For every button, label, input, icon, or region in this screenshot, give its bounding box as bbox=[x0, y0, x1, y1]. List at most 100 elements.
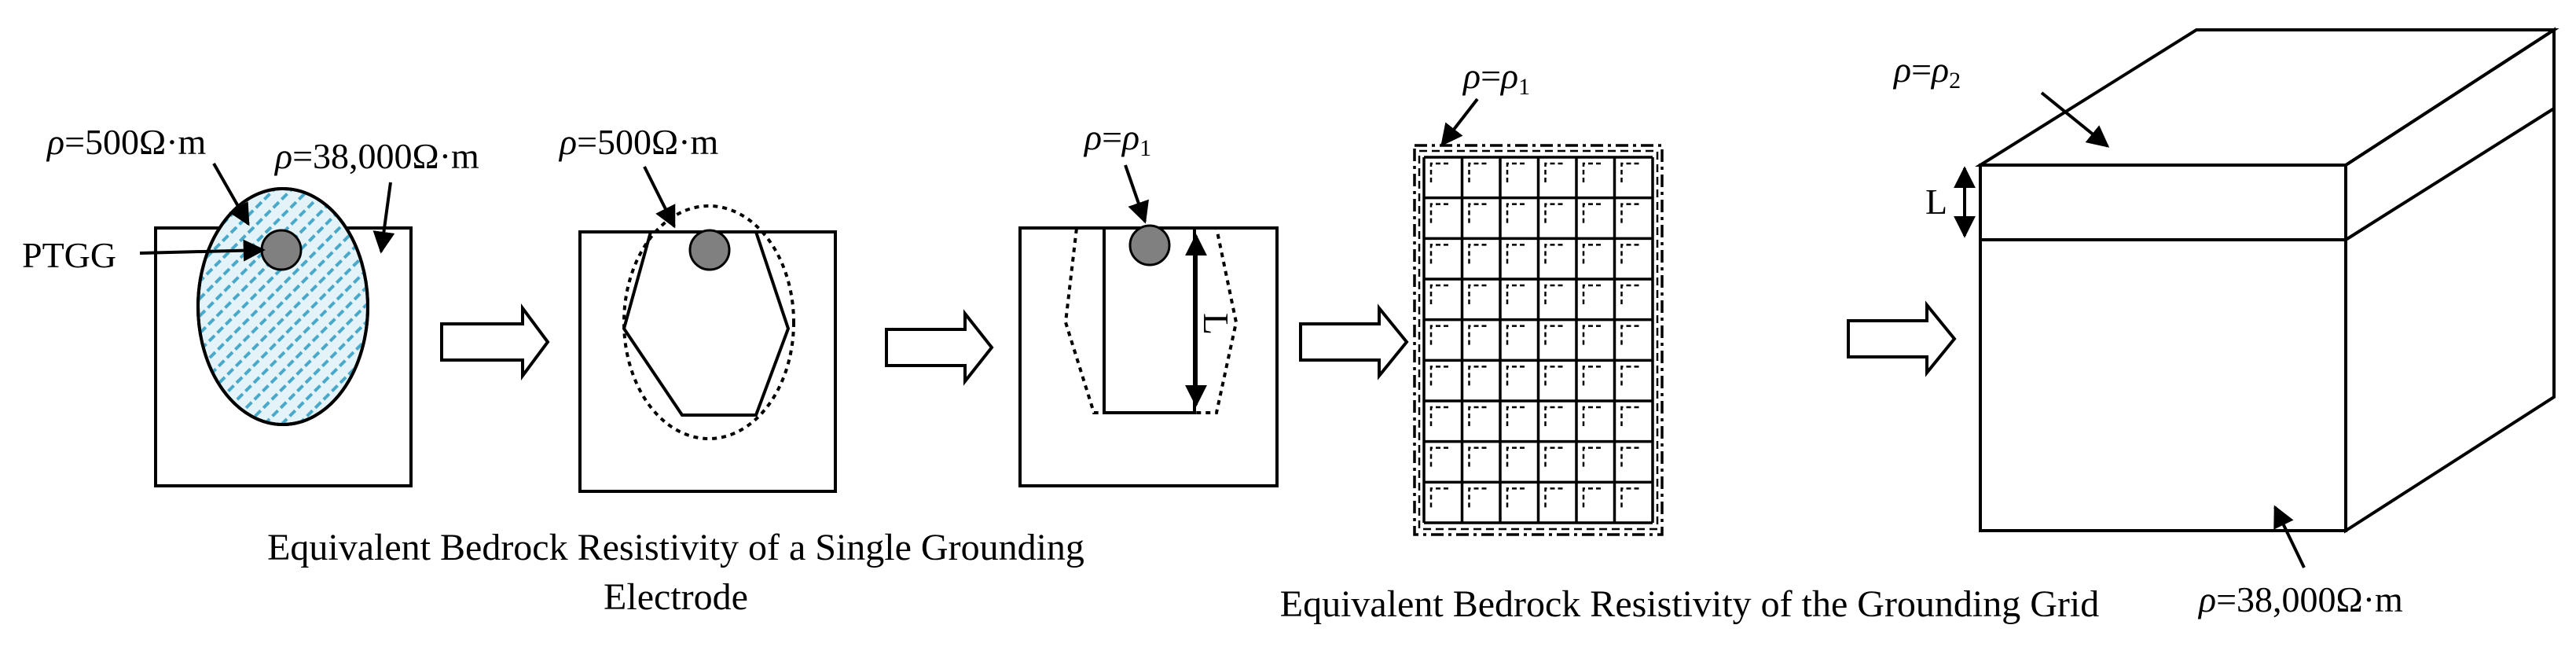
caption-grounding-grid: Equivalent Bedrock Resistivity of the Gr… bbox=[1280, 583, 2100, 625]
grid-equivalent-zone-mark bbox=[1620, 203, 1641, 223]
panel-grounding-grid: ρ=ρ1 bbox=[1413, 56, 1664, 536]
grid-equivalent-zone-mark bbox=[1429, 325, 1450, 345]
grid-equivalent-zone-mark bbox=[1620, 162, 1641, 182]
grid-equivalent-zone-mark bbox=[1620, 284, 1641, 304]
grid-equivalent-zone-mark bbox=[1468, 284, 1488, 304]
grid-equivalent-zone-mark bbox=[1544, 447, 1565, 467]
grid-equivalent-zone-mark bbox=[1468, 447, 1488, 467]
grid-equivalent-zone-mark bbox=[1468, 487, 1488, 508]
transition-arrow-1 bbox=[440, 303, 550, 381]
hatch-line bbox=[0, 189, 137, 425]
layer-boundary-side bbox=[2344, 107, 2556, 241]
hatch-line bbox=[198, 189, 346, 425]
grid-equivalent-zone-mark bbox=[1429, 366, 1450, 386]
grid-equivalent-zone-mark bbox=[1506, 447, 1526, 467]
grid-equivalent-zone-mark bbox=[1620, 366, 1641, 386]
electrode-circle-3 bbox=[1128, 224, 1171, 267]
grounding-grid-mesh bbox=[1418, 149, 1659, 531]
panel-hexagon-equivalent: ρ=500Ω·m bbox=[558, 122, 837, 493]
hatch-line bbox=[198, 189, 277, 425]
grid-equivalent-zone-mark bbox=[1544, 366, 1565, 386]
grid-equivalent-zone-mark bbox=[1468, 406, 1488, 426]
grid-equivalent-zone-mark bbox=[1429, 244, 1450, 264]
grid-equivalent-zone-mark bbox=[1468, 162, 1488, 182]
grid-equivalent-zone-mark bbox=[1506, 406, 1526, 426]
grid-equivalent-zone-mark bbox=[1506, 162, 1526, 182]
hatch-line bbox=[198, 189, 328, 425]
grid-inner-boundary bbox=[1418, 149, 1659, 531]
label-rho-rho1-a: ρ=ρ1 bbox=[1083, 117, 1151, 161]
hatch-line bbox=[0, 189, 171, 425]
grid-equivalent-zone-mark bbox=[1506, 366, 1526, 386]
label-L-rotated: L bbox=[1196, 313, 1236, 335]
grid-equivalent-zone-mark bbox=[1544, 406, 1565, 426]
transition-arrow-3 bbox=[1299, 303, 1409, 380]
hatch-line bbox=[198, 189, 311, 425]
label-rho-38000-b: ρ=38,000Ω·m bbox=[2197, 579, 2403, 619]
transition-arrow-4 bbox=[1847, 300, 1957, 377]
block-front-face bbox=[1979, 164, 2347, 532]
grid-equivalent-zone-mark bbox=[1429, 203, 1450, 223]
grid-equivalent-zone-mark bbox=[1429, 487, 1450, 508]
grid-equivalent-zone-mark bbox=[1429, 406, 1450, 426]
arrow-rho-rho1-b bbox=[1440, 97, 1479, 147]
electrode-circle-2 bbox=[688, 229, 731, 271]
hatch-line bbox=[454, 189, 690, 425]
block-top-face bbox=[1975, 28, 2559, 167]
label-rho-38000: ρ=38,000Ω·m bbox=[273, 136, 479, 176]
arrow-rho-38000-b bbox=[2273, 505, 2306, 568]
grid-equivalent-zone-mark bbox=[1506, 487, 1526, 508]
label-rho-500-b: ρ=500Ω·m bbox=[558, 122, 719, 162]
hatch-line bbox=[198, 189, 294, 425]
grid-equivalent-zone-mark bbox=[1468, 244, 1488, 264]
grid-equivalent-zone-mark bbox=[1544, 203, 1565, 223]
label-rho-rho2: ρ=ρ2 bbox=[1892, 50, 1961, 94]
arrow-rho-38000 bbox=[372, 182, 395, 254]
caption-single-electrode-line2: Electrode bbox=[604, 576, 748, 618]
grid-equivalent-zone-mark bbox=[1582, 406, 1602, 426]
arrow-rho-rho2 bbox=[2040, 91, 2110, 148]
hatch-line bbox=[198, 189, 363, 425]
arrow-ptgg bbox=[139, 239, 266, 262]
caption-single-electrode-line1: Equivalent Bedrock Resistivity of a Sing… bbox=[267, 527, 1084, 568]
grid-equivalent-zone-mark bbox=[1544, 244, 1565, 264]
hatch-line bbox=[385, 189, 621, 425]
grid-equivalent-zone-mark bbox=[1468, 325, 1488, 345]
grid-equivalent-zone-mark bbox=[1468, 203, 1488, 223]
grid-equivalent-zone-mark bbox=[1429, 162, 1450, 182]
hatch-line bbox=[245, 189, 368, 425]
block-side-face bbox=[2344, 27, 2556, 534]
grid-equivalent-zone-mark bbox=[1429, 284, 1450, 304]
hatch-line bbox=[198, 189, 225, 425]
hatch-line bbox=[211, 189, 368, 425]
electrode-circle bbox=[260, 229, 303, 271]
grid-equivalent-zone-mark bbox=[1544, 162, 1565, 182]
hatch-line bbox=[198, 189, 207, 425]
bedrock-block-2 bbox=[578, 230, 837, 493]
grid-equivalent-zone-mark bbox=[1620, 487, 1641, 508]
arrow-rho-500-b bbox=[643, 166, 676, 229]
half-hexagon-dotted-left bbox=[1063, 226, 1104, 414]
half-hexagon-dotted-right bbox=[1194, 226, 1238, 414]
grid-equivalent-zone-mark bbox=[1582, 284, 1602, 304]
label-rho-rho1-b: ρ=ρ1 bbox=[1462, 56, 1530, 100]
original-zone-dotted bbox=[622, 204, 795, 440]
low-resistivity-zone-outline bbox=[196, 187, 369, 426]
grid-equivalent-zone-mark bbox=[1582, 244, 1602, 264]
grid-equivalent-zone-mark bbox=[1544, 325, 1565, 345]
grid-equivalent-zone-mark bbox=[1582, 487, 1602, 508]
grid-equivalent-zone-mark bbox=[1544, 284, 1565, 304]
hatch-line bbox=[198, 189, 368, 425]
grid-equivalent-zone-mark bbox=[1582, 162, 1602, 182]
grid-outer-boundary bbox=[1413, 144, 1664, 536]
hatch-line bbox=[402, 189, 638, 425]
grid-equivalent-zone-mark bbox=[1620, 244, 1641, 264]
hatch-line bbox=[437, 189, 673, 425]
label-ptgg: PTGG bbox=[22, 235, 116, 275]
grid-equivalent-zone-mark bbox=[1582, 325, 1602, 345]
hatch-line bbox=[198, 189, 368, 425]
transition-arrow-2 bbox=[885, 309, 994, 386]
hatch-line bbox=[198, 189, 368, 425]
grid-equivalent-zone-mark bbox=[1582, 366, 1602, 386]
hatch-line bbox=[489, 189, 725, 425]
